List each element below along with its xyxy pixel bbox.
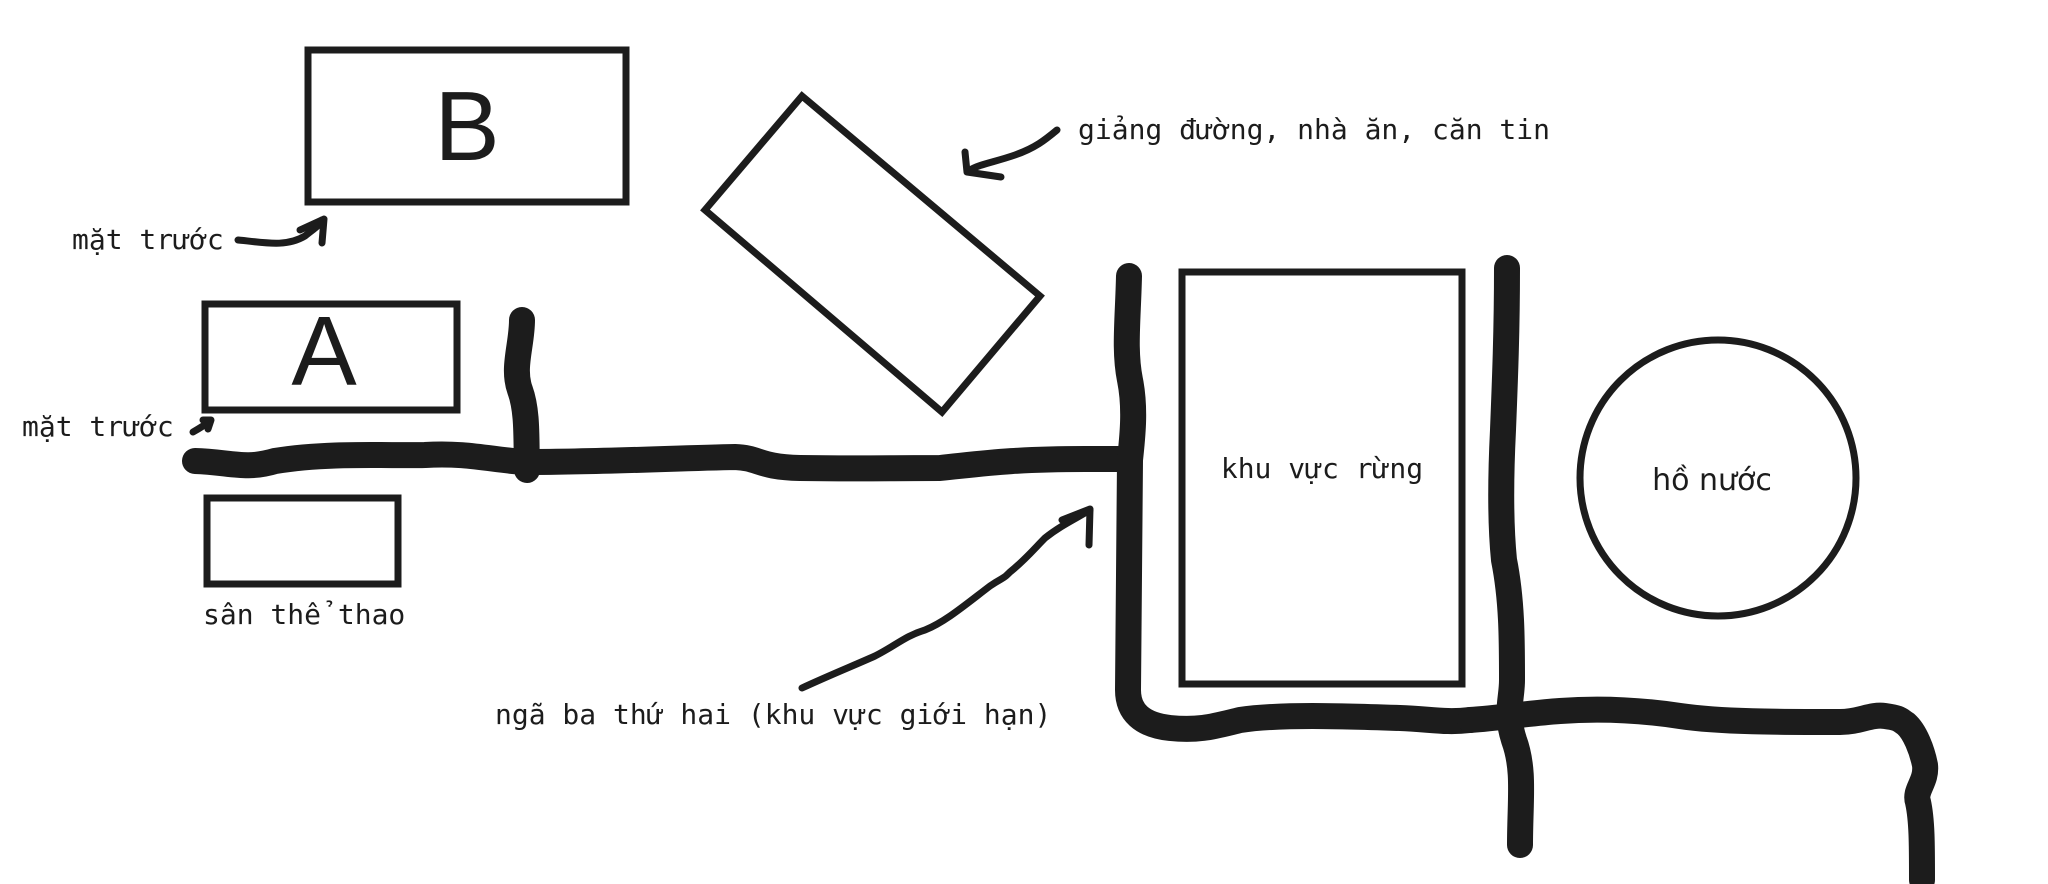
label-lecture-hall: giảng đường, nhà ăn, căn tin bbox=[1078, 113, 1550, 146]
arrow-lecture-hall-head bbox=[961, 148, 1005, 181]
lake bbox=[1576, 336, 1860, 620]
building-a bbox=[201, 300, 461, 414]
label-sports-field: sân thể thao bbox=[203, 598, 405, 631]
arrow-second-junction-head bbox=[1058, 505, 1094, 549]
sports-field bbox=[203, 494, 402, 588]
roads bbox=[182, 255, 1939, 884]
arrow-second-junction bbox=[798, 506, 1094, 692]
lecture-hall-building bbox=[700, 91, 1045, 417]
arrow-lecture-hall bbox=[966, 126, 1061, 174]
road-spur-a bbox=[503, 307, 540, 483]
label-lake: hồ nước bbox=[1652, 463, 1772, 498]
label-second-junction: ngã ba thứ hai (khu vực giới hạn) bbox=[495, 698, 1051, 731]
label-forest-area: khu vực rừng bbox=[1221, 452, 1423, 485]
road-west-of-forest bbox=[1113, 263, 1483, 742]
arrow-front-a-head bbox=[199, 416, 215, 433]
building-b bbox=[304, 46, 630, 206]
forest-area bbox=[1178, 268, 1466, 688]
building-a-label: A bbox=[291, 296, 357, 406]
building-b-label: B bbox=[434, 71, 499, 181]
label-front-b: mặt trước bbox=[72, 223, 224, 256]
label-front-a: mặt trước bbox=[22, 410, 174, 443]
road-east-of-forest bbox=[1488, 255, 1535, 858]
road-south bbox=[1457, 696, 1939, 884]
arrows bbox=[189, 126, 1094, 692]
arrow-front-b-head bbox=[296, 215, 328, 247]
main-road bbox=[182, 441, 1139, 482]
